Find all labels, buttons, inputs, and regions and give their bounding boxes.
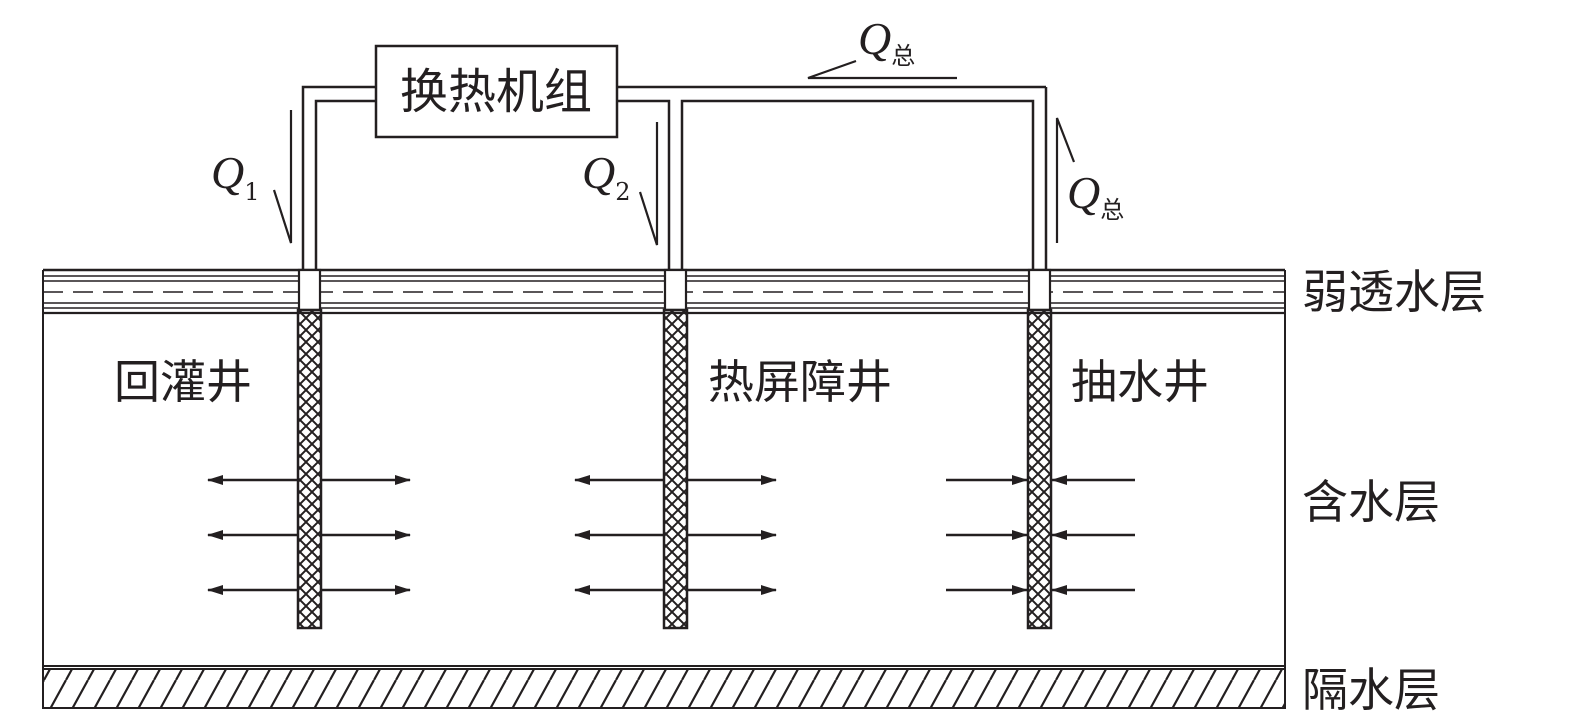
pumping-well-screen [1026, 308, 1053, 630]
q1-label: Q1 [211, 147, 260, 206]
heat-exchange-unit: 换热机组 [374, 44, 619, 139]
recharge-well-label: 回灌井 [114, 355, 252, 409]
well-casings [297, 268, 1052, 312]
q2-flow-arrow [638, 122, 659, 246]
q2-label: Q2 [582, 147, 631, 206]
aquitard-label: 弱透水层 [1302, 265, 1486, 319]
layer-labels: 弱透水层 含水层 隔水层 [1302, 265, 1486, 717]
aquiclude-label: 隔水层 [1302, 663, 1440, 717]
total-flow-arrow-vertical [1055, 117, 1076, 243]
aquifer-box [42, 270, 1286, 708]
q-total-top-label: Q总 [858, 13, 915, 70]
total-flow-arrow-horizontal [807, 59, 957, 80]
piping [301, 85, 1048, 270]
aquifer-label: 含水层 [1302, 475, 1440, 529]
q-total-side-label: Q总 [1067, 167, 1124, 224]
pumping-flow-arrows [946, 475, 1135, 595]
flow-labels: Q1 Q2 Q总 Q总 [211, 13, 1124, 224]
barrier-flow-arrows [574, 475, 777, 595]
heat-exchange-unit-label: 换热机组 [400, 64, 592, 120]
pipe-flow-indicators [272, 59, 1076, 246]
recharge-well-screen [296, 308, 323, 630]
well-labels: 回灌井 热屏障井 抽水井 [114, 355, 1209, 409]
recharge-flow-arrows [207, 475, 411, 595]
barrier-well-screen [662, 308, 689, 630]
q1-flow-arrow [272, 110, 293, 244]
pumping-well-label: 抽水井 [1071, 355, 1209, 409]
barrier-well-label: 热屏障井 [708, 355, 892, 409]
aquiclude-layer [42, 668, 1286, 709]
